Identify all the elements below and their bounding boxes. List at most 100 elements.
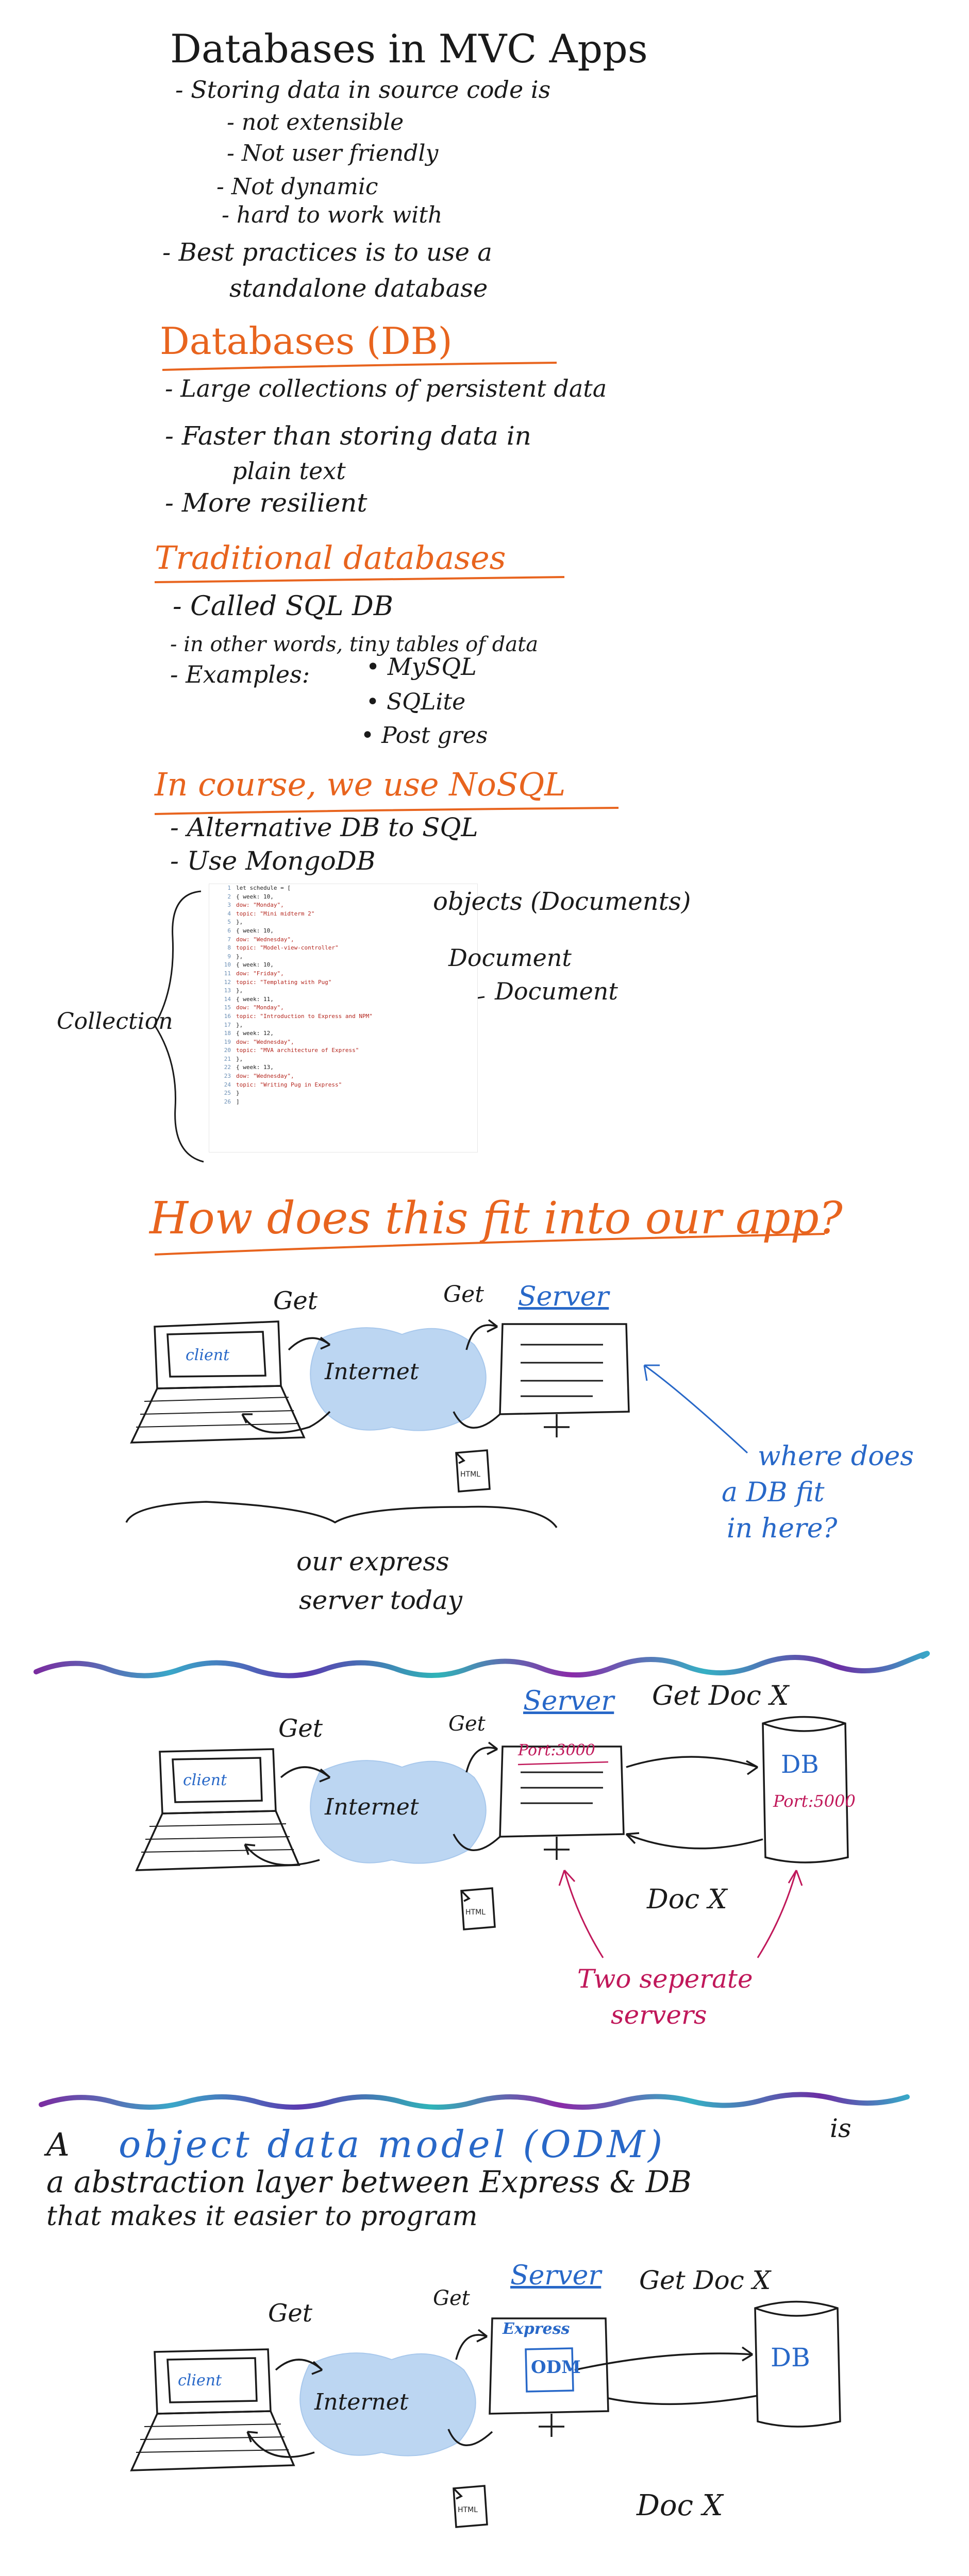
section1-bullet: - Best practices is to use a <box>162 238 492 267</box>
document-label: Document <box>448 944 572 972</box>
intro-a: A <box>46 2126 70 2163</box>
code-line: 8 topic: "Model-view-controller" <box>209 944 477 953</box>
code-line: 11 dow: "Friday", <box>209 970 477 978</box>
laptop-base-3 <box>130 2410 295 2471</box>
get-label: Get <box>268 2299 313 2328</box>
line-number: 13 <box>224 987 231 994</box>
note-line: Two seperate <box>577 1964 753 1994</box>
line-number: 14 <box>224 995 231 1003</box>
section4-bullet: - Use MongoDB <box>170 846 376 876</box>
code-line: 19 dow: "Wednesday", <box>209 1038 477 1047</box>
section2-bullet: - More resilient <box>165 488 367 518</box>
line-number: 21 <box>224 1055 231 1062</box>
code-line: 7 dow: "Wednesday", <box>209 936 477 944</box>
code-line: 15 dow: "Monday", <box>209 1004 477 1012</box>
code-line: 9 }, <box>209 953 477 961</box>
get-doc-label: Get Doc X <box>639 2265 771 2295</box>
question-line: a DB fit <box>722 1477 825 1508</box>
code-text: }, <box>236 1021 243 1028</box>
intro-odm: object data model (ODM) <box>119 2123 666 2166</box>
db-label: DB <box>771 2343 810 2372</box>
code-text: ] <box>236 1098 240 1105</box>
code-text: topic: "Introduction to Express and NPM" <box>236 1012 373 1020</box>
line-number: 9 <box>227 953 231 960</box>
code-line: 20 topic: "MVA architecture of Express" <box>209 1046 477 1055</box>
code-text: dow: "Friday", <box>236 970 284 977</box>
internet-label: Internet <box>314 2389 409 2415</box>
section2-bullet: plain text <box>232 457 346 485</box>
get-label: Get <box>448 1712 486 1736</box>
line-number: 15 <box>224 1004 231 1011</box>
section5-title: How does this fit into our app? <box>149 1193 843 1244</box>
caption-line: server today <box>299 1585 463 1615</box>
line-number: 5 <box>227 919 231 926</box>
code-text: topic: "Templating with Pug" <box>236 978 332 986</box>
laptop-base-2 <box>135 1810 300 1871</box>
line-number: 22 <box>224 1064 231 1071</box>
line-number: 4 <box>227 910 231 917</box>
get-label: Get <box>273 1286 318 1315</box>
get-label: Get <box>278 1714 323 1743</box>
question-line: where does <box>758 1441 914 1472</box>
code-line: 4 topic: "Mini midterm 2" <box>209 910 477 919</box>
code-line: 16 topic: "Introduction to Express and N… <box>209 1012 477 1021</box>
line-number: 3 <box>227 902 231 909</box>
code-line: 23 dow: "Wednesday", <box>209 1072 477 1081</box>
section3-bullet: • Post gres <box>361 722 488 749</box>
line-number: 6 <box>227 927 231 934</box>
document-label: Document <box>495 977 618 1005</box>
note-line: servers <box>611 2000 707 2030</box>
section3-title: Traditional databases <box>155 539 506 577</box>
code-line: 21 }, <box>209 1055 477 1064</box>
code-text: }, <box>236 987 243 994</box>
underline-how <box>154 1233 825 1256</box>
server-box-2 <box>499 1745 625 1838</box>
line-number: 20 <box>224 1047 231 1054</box>
line-number: 19 <box>224 1038 231 1045</box>
html-doc-2 <box>460 1887 496 1930</box>
section1-title: Databases in MVC Apps <box>170 26 648 72</box>
line-number: 1 <box>227 885 231 891</box>
line-number: 24 <box>224 1081 231 1088</box>
html-doc-1 <box>455 1449 491 1493</box>
get-doc-label: Get Doc X <box>652 1681 789 1711</box>
line-number: 17 <box>224 1021 231 1028</box>
code-line: 24 topic: "Writing Pug in Express" <box>209 1081 477 1090</box>
line-number: 23 <box>224 1073 231 1080</box>
code-text: dow: "Wednesday", <box>236 1038 294 1045</box>
line-number: 10 <box>224 961 231 969</box>
wavy-divider-1 <box>34 1651 930 1679</box>
server-label: Server <box>518 1281 609 1312</box>
code-text: dow: "Wednesday", <box>236 936 294 943</box>
line-number: 12 <box>224 978 231 986</box>
line-number: 18 <box>224 1030 231 1037</box>
html-label: HTML <box>460 1470 480 1479</box>
code-line: 5 }, <box>209 918 477 927</box>
line-number: 7 <box>227 936 231 943</box>
code-line: 25 } <box>209 1089 477 1098</box>
html-label: HTML <box>458 2506 478 2514</box>
html-doc-3 <box>453 2485 488 2528</box>
section4-bullet: - Alternative DB to SQL <box>170 812 478 842</box>
code-line: 3 dow: "Monday", <box>209 901 477 910</box>
line-number: 2 <box>227 893 231 900</box>
odm-label: ODM <box>531 2357 581 2378</box>
section1-bullet: standalone database <box>229 274 488 303</box>
port-db-label: Port:5000 <box>773 1791 856 1811</box>
server-label: Server <box>510 2260 602 2291</box>
code-text: { week: 12, <box>236 1030 274 1037</box>
code-text: { week: 10, <box>236 961 274 969</box>
odm-box <box>525 2347 574 2393</box>
collection-label: Collection <box>57 1008 173 1035</box>
section1-bullet: - Not dynamic <box>216 174 378 200</box>
note-arrow-1 <box>563 1870 604 1958</box>
port-server-label: Port:3000 <box>518 1741 595 1759</box>
code-text: }, <box>236 1055 243 1062</box>
code-text: { week: 10, <box>236 927 274 934</box>
laptop-base-1 <box>130 1385 306 1444</box>
section3-bullet: - Called SQL DB <box>173 591 393 622</box>
underline-nosql <box>154 807 619 815</box>
section2-bullet: - Faster than storing data in <box>165 421 531 451</box>
